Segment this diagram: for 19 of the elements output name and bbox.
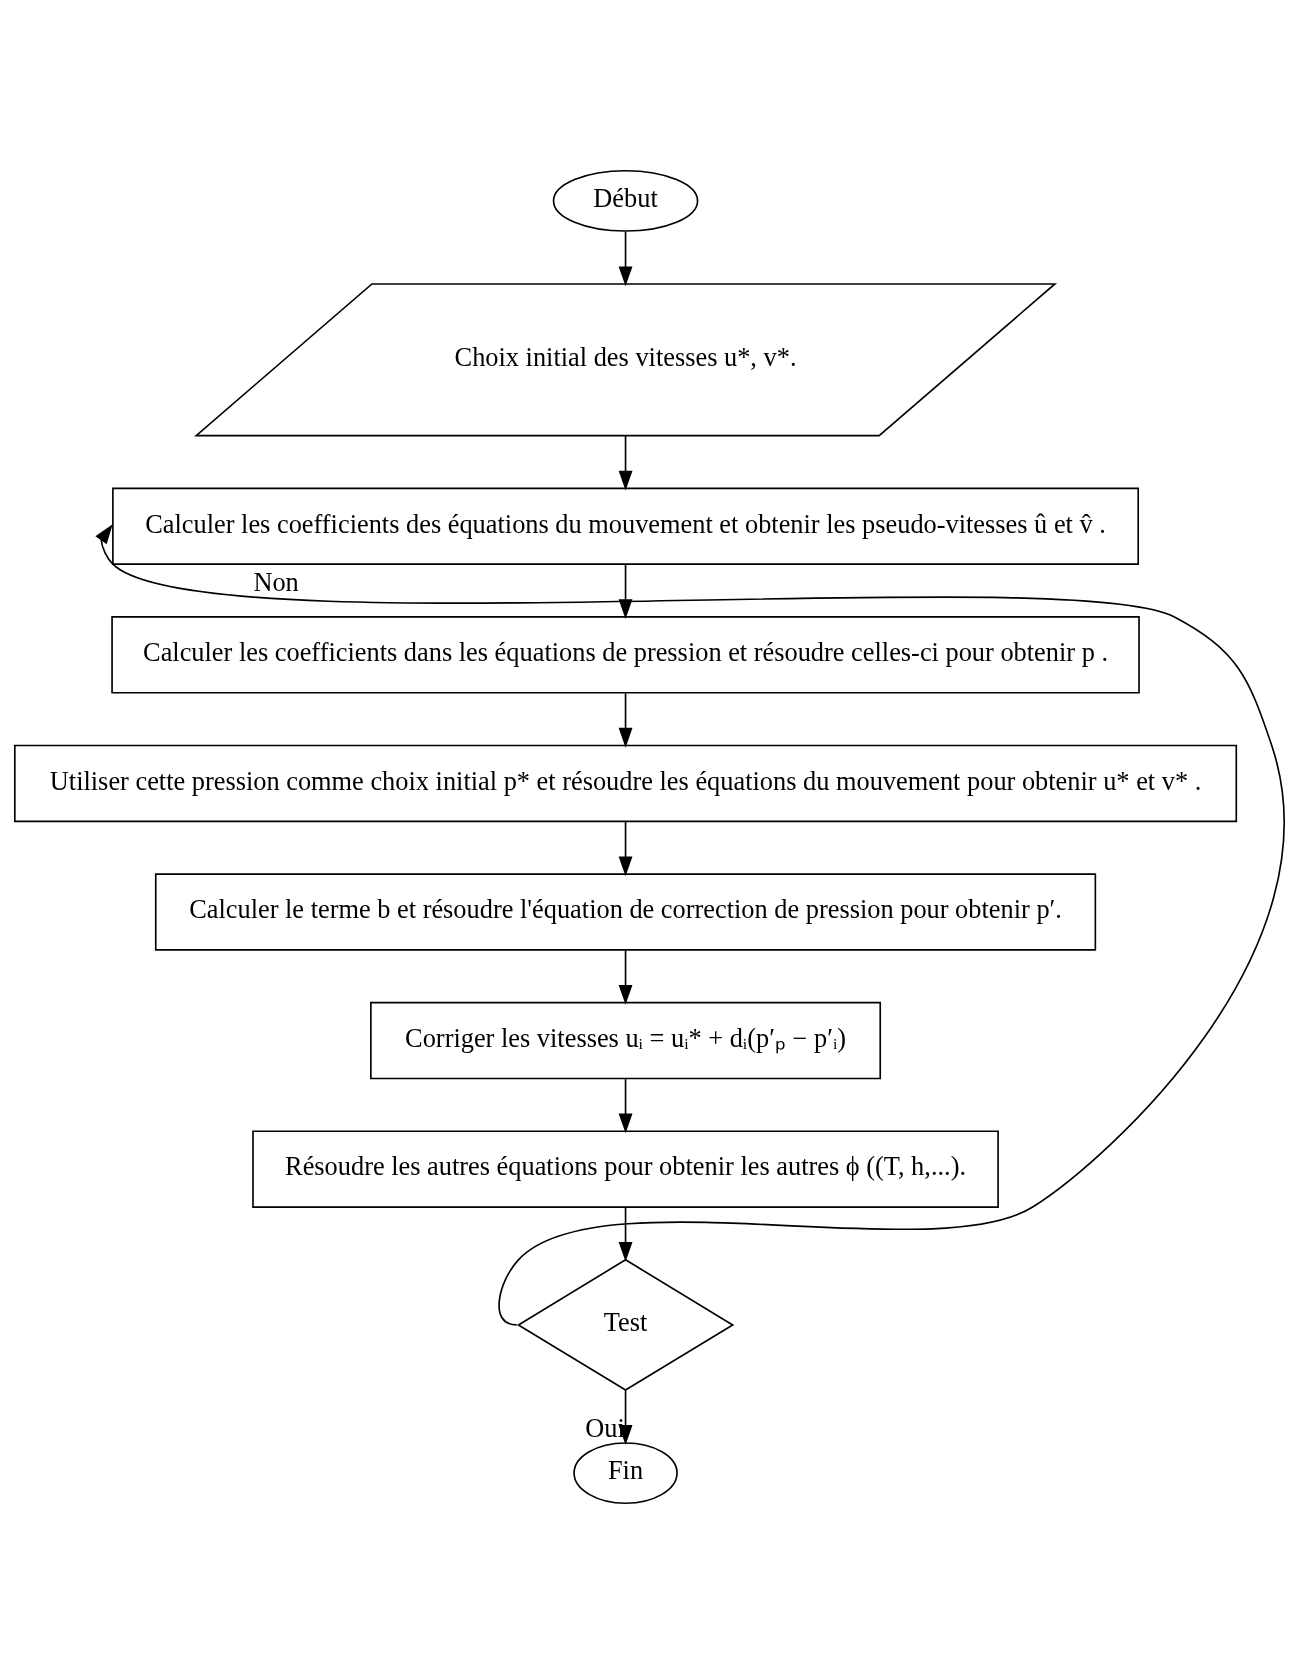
node-box: Calculer les coefficients des équations du mouvement et obtenir les pseudo-vitesses û et v̂ . <box>112 487 1140 565</box>
node-box: Résoudre les autres équations pour obtenir les autres ϕ ((T, h,...). <box>252 1129 999 1208</box>
node-ellipse: Début <box>552 169 699 232</box>
arrow <box>618 949 633 1005</box>
node-box: Utiliser cette pression comme choix initial p* et résoudre les équations du mouvement pour obtenir u* et v* . <box>14 744 1238 822</box>
arrow <box>618 820 633 876</box>
node-diamond: Test <box>516 1258 735 1391</box>
arrow <box>618 434 633 491</box>
arrow <box>95 523 1284 1326</box>
edge-label: Non <box>253 567 299 597</box>
node-box: Calculer le terme b et résoudre l'équation de correction de pression pour obtenir p′. <box>154 872 1097 951</box>
arrow <box>618 692 633 748</box>
node-ellipse: Fin <box>573 1441 678 1504</box>
arrow <box>618 563 633 619</box>
node-box: Corriger les vitesses uᵢ = uᵢ* + dᵢ(p′ₚ − p′ᵢ) <box>370 1001 882 1079</box>
arrow <box>618 1206 633 1262</box>
arrow <box>618 230 633 286</box>
node-box: Calculer les coefficients dans les équations de pression et résoudre celles-ci pour obtenir p . <box>111 615 1140 694</box>
arrow <box>618 1077 633 1133</box>
